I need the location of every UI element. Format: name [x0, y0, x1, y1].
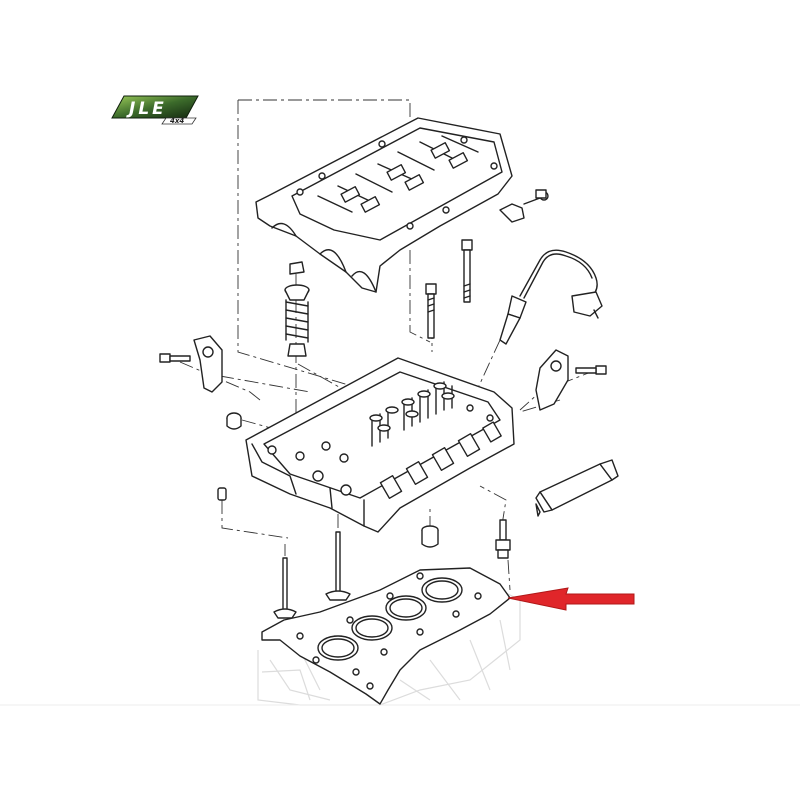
logo-brand-text: JLE: [126, 99, 167, 119]
core-plug: [421, 525, 439, 548]
engine-block-ghost: [0, 584, 800, 706]
lifting-eye-left: [159, 335, 223, 393]
valves: [273, 531, 351, 619]
cylinder-head: [245, 357, 515, 533]
highlight-arrow: [507, 587, 635, 611]
logo-sub-text: 4x4: [170, 117, 184, 125]
valve-2: [325, 531, 351, 601]
exhaust-ports: [379, 421, 502, 499]
camshaft-sensor-bolt: [535, 189, 547, 199]
valve-1: [273, 557, 297, 619]
dowel-pin: [217, 487, 227, 501]
cylinder-head-bolts: [425, 189, 547, 339]
cylinder-head-gasket: [261, 567, 511, 705]
valve-spring: [285, 299, 309, 343]
stud: [495, 519, 511, 559]
jle-logo: JLE 4x4: [111, 95, 199, 125]
dowel-plug: [226, 412, 242, 430]
valve-spring-assembly: [284, 261, 310, 357]
lifting-eye-right: [535, 349, 607, 411]
head-bolt-1: [425, 283, 437, 339]
bolt-right: [575, 365, 607, 375]
valve-springs-on-head: [369, 381, 455, 447]
glow-plug-wiring: [499, 249, 603, 345]
sealant-tube: [535, 459, 619, 517]
head-bolt-2: [461, 239, 473, 303]
bolt-left: [159, 353, 191, 363]
camshaft-carrier: [255, 117, 549, 293]
